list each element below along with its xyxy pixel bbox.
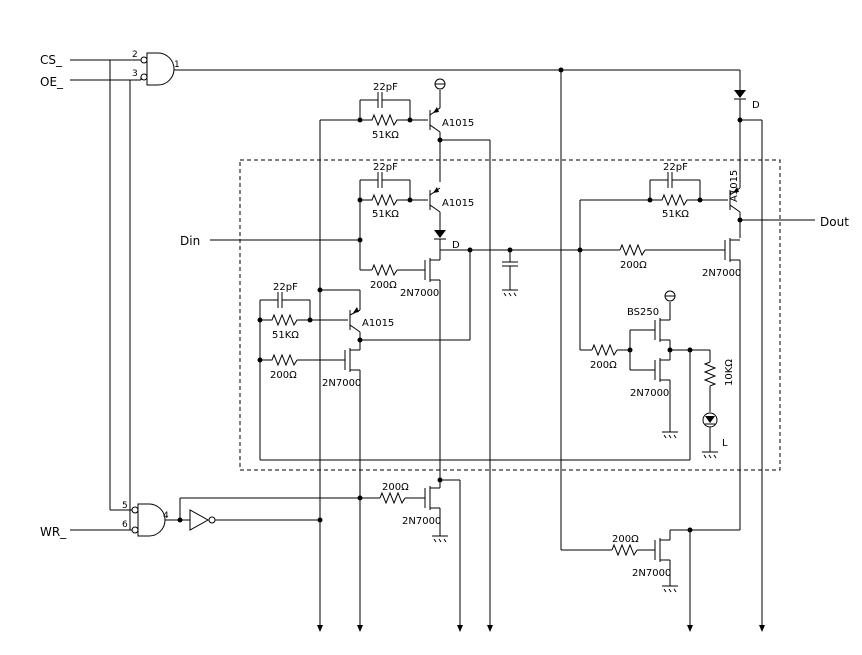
ground-cap <box>502 289 518 297</box>
pnp-low <box>349 307 361 333</box>
pnp-low-label: A1015 <box>362 318 394 329</box>
and1-pin-out: 1 <box>174 60 180 70</box>
din-label: Din <box>180 234 200 248</box>
r-pull-label: 10KΩ <box>724 359 735 386</box>
nmos-wr-label: 2N7000 <box>402 516 441 527</box>
led-label: L <box>722 438 728 449</box>
r-mid-label: 51KΩ <box>372 209 399 220</box>
cap-top-label: 22pF <box>373 82 398 93</box>
r-wr-label: 200Ω <box>382 482 409 493</box>
module-boundary <box>239 159 781 471</box>
diode-mid-label: D <box>452 240 460 251</box>
pmos-bs250 <box>654 318 670 342</box>
ground-bs <box>662 431 678 439</box>
diode-top-label: D <box>752 100 760 111</box>
cap-right-label: 22pF <box>663 162 688 173</box>
nmos-low-label: 2N7000 <box>322 378 361 389</box>
r-low-label: 51KΩ <box>272 330 299 341</box>
diode-mid <box>434 230 446 240</box>
nmos-bs-label: 2N7000 <box>630 388 669 399</box>
and2-pin-a: 5 <box>122 501 128 511</box>
and2-pin-b: 6 <box>122 520 128 530</box>
inverter <box>189 509 216 531</box>
and-gate-2: 5 6 4 <box>122 501 169 537</box>
ground-wr <box>432 535 448 543</box>
cap-mid-label: 22pF <box>373 162 398 173</box>
pnp-mid-label: A1015 <box>442 198 474 209</box>
r-dout-label: 200Ω <box>620 260 647 271</box>
bus-arrows <box>317 625 765 632</box>
r-right-label: 51KΩ <box>662 209 689 220</box>
r-din-label: 200Ω <box>370 280 397 291</box>
r-oe-label: 200Ω <box>612 534 639 545</box>
wr-label: WR_ <box>40 525 67 539</box>
r-bs-label: 200Ω <box>590 360 617 371</box>
pnp-top <box>429 107 441 133</box>
and2-pin-out: 4 <box>163 511 169 521</box>
ground-oe <box>662 585 678 593</box>
nmos-wr <box>424 486 440 510</box>
pnp-top-label: A1015 <box>442 118 474 129</box>
and1-pin-a: 2 <box>132 50 138 60</box>
pnp-mid <box>429 187 441 213</box>
nmos-low <box>344 348 360 372</box>
pmos-label: BS250 <box>627 307 659 318</box>
dout-label: Dout <box>820 215 849 229</box>
nmos-bs <box>654 358 670 382</box>
r-top-label: 51KΩ <box>372 130 399 141</box>
r-low2-label: 200Ω <box>270 370 297 381</box>
cap-low-label: 22pF <box>273 282 298 293</box>
led <box>702 412 718 428</box>
ground-led <box>702 451 718 459</box>
pnp-right <box>729 187 741 213</box>
nmos-oe <box>654 538 670 562</box>
nmos-oe-label: 2N7000 <box>632 568 671 579</box>
nmos-mid-label: 2N7000 <box>400 288 439 299</box>
diode-top <box>734 90 746 100</box>
oe-label: OE_ <box>40 75 64 89</box>
pnp-right-label: A1015 <box>729 170 740 202</box>
nmos-right-label: 2N7000 <box>702 268 741 279</box>
cs-label: CS_ <box>40 53 63 67</box>
nmos-mid <box>424 258 441 282</box>
nmos-right <box>724 238 740 262</box>
and1-pin-b: 3 <box>132 69 138 79</box>
